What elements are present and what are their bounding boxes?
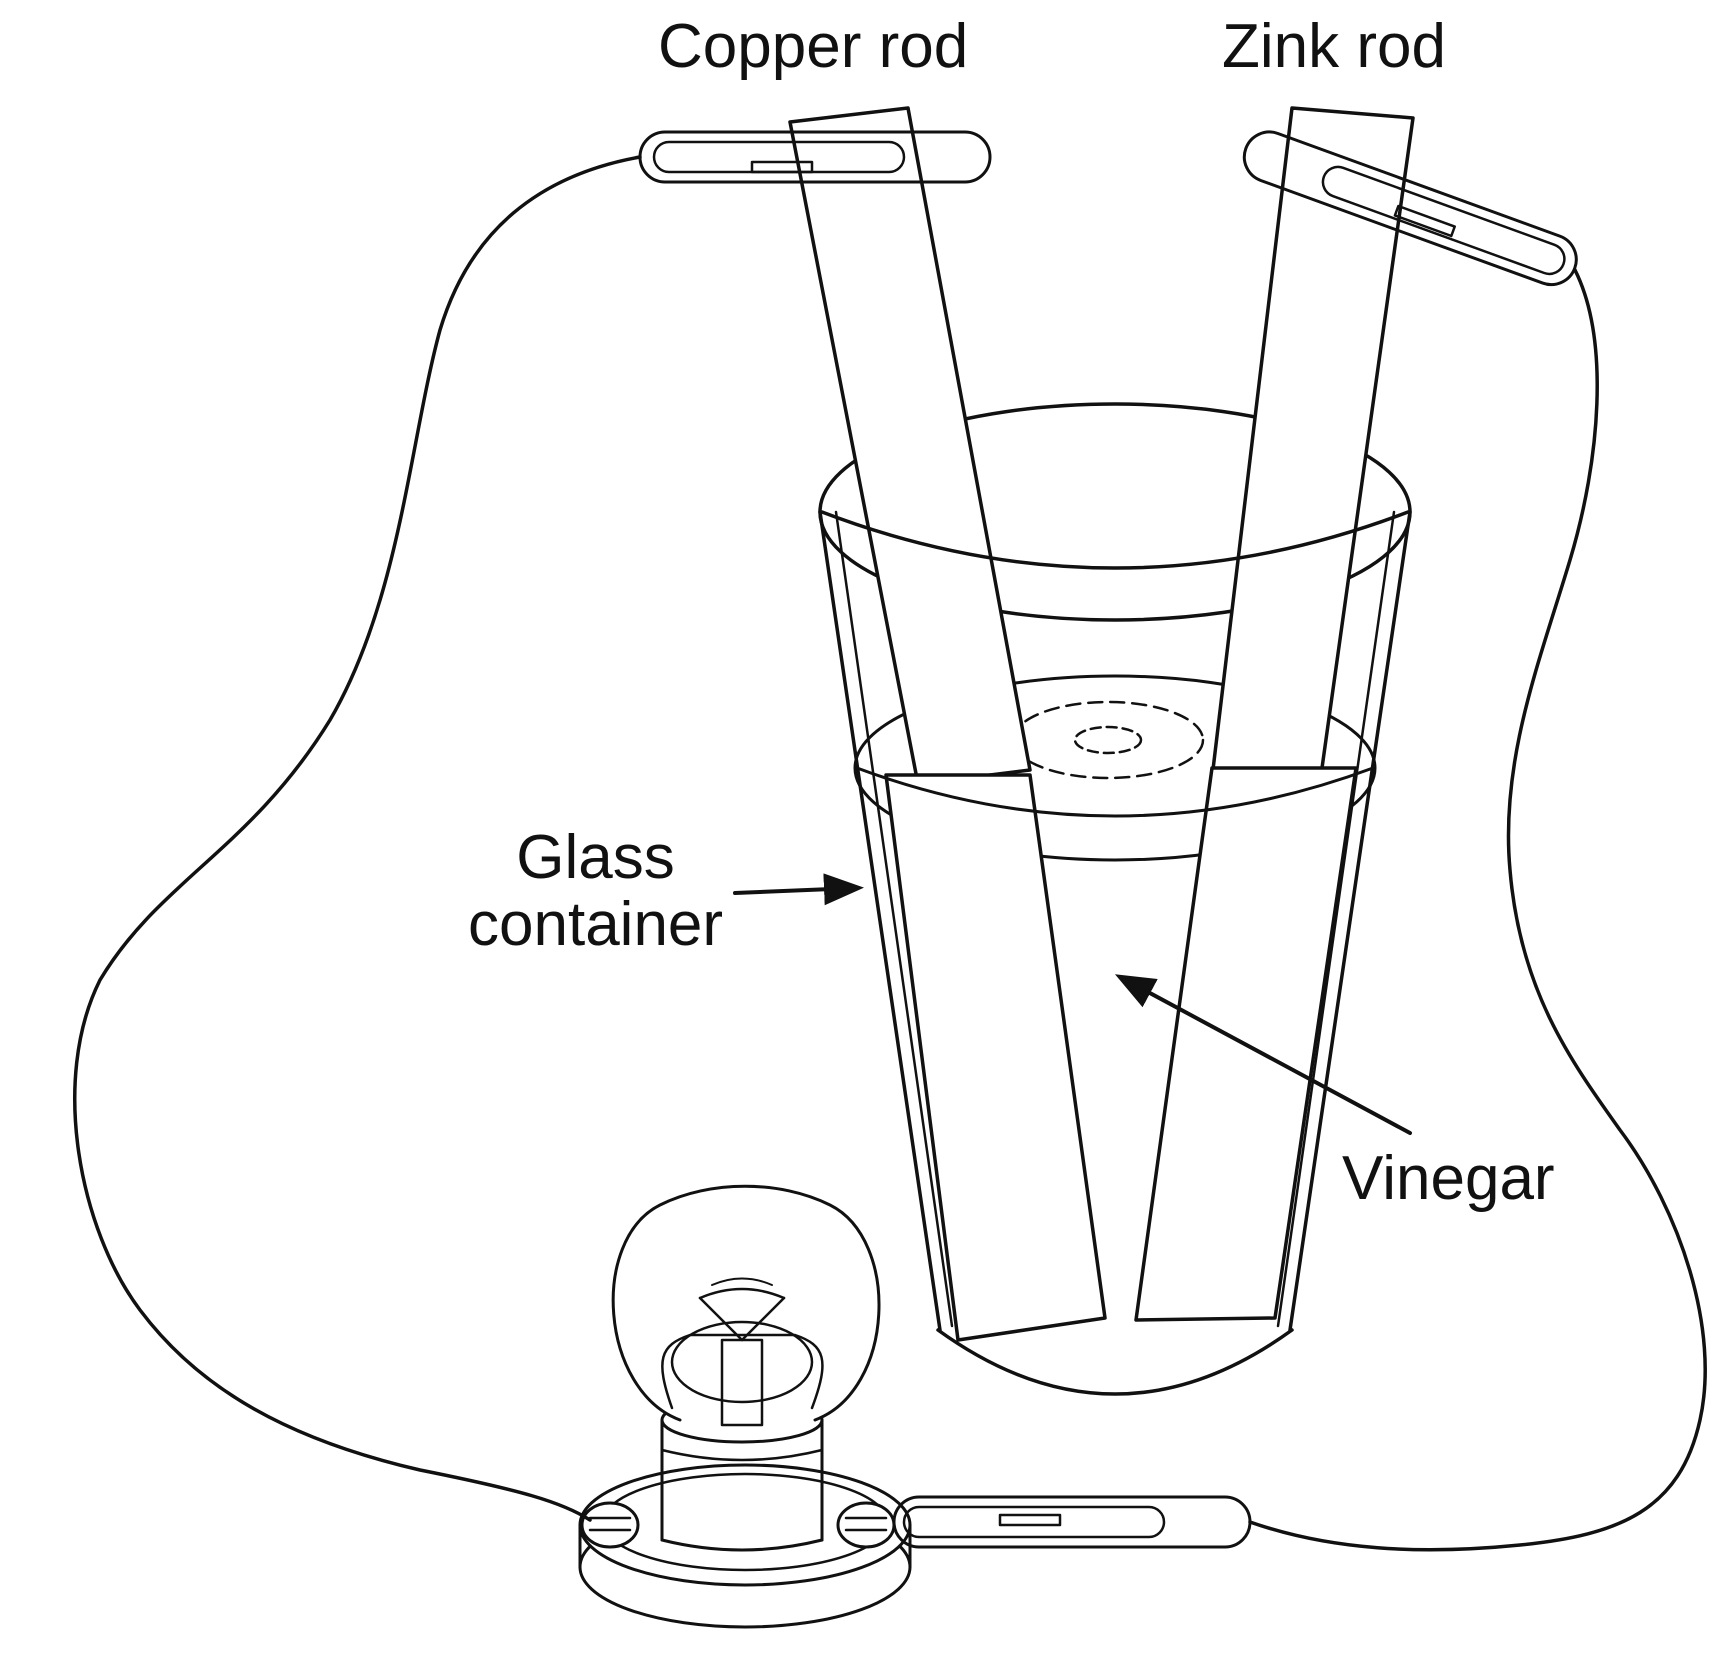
- paper-clip-bottom: [892, 1495, 1252, 1549]
- zink-rod-label-text: Zink rod: [1222, 12, 1446, 81]
- glass-container: [818, 402, 1412, 1396]
- copper-rod-label-text: Copper rod: [658, 12, 969, 81]
- vinegar-label-text: Vinegar: [1342, 1144, 1555, 1213]
- paper-clip-zink: [1242, 130, 1578, 287]
- copper-rod-label: Copper rod: [658, 12, 969, 81]
- vinegar-liquid: [853, 674, 1377, 862]
- ripple-outer: [1011, 700, 1205, 780]
- vinegar-arrow: [1114, 974, 1412, 1135]
- wire-right: [1248, 268, 1707, 1552]
- vinegar-label: Vinegar: [1342, 1144, 1555, 1213]
- glass-container-arrow: [733, 873, 864, 906]
- copper-rod: [788, 106, 1107, 1342]
- glass-container-label-line1: Glass: [516, 823, 675, 892]
- bulb: [611, 1184, 881, 1427]
- bulb-holder: [578, 1396, 912, 1629]
- screw-left: [580, 1501, 640, 1549]
- wire-left: [73, 155, 642, 1522]
- glass-container-label: Glass container: [468, 823, 724, 959]
- screw-right: [836, 1501, 896, 1549]
- glass-container-label-line2: container: [468, 889, 724, 959]
- zink-rod-label: Zink rod: [1222, 12, 1446, 81]
- ripple-inner: [1073, 725, 1143, 755]
